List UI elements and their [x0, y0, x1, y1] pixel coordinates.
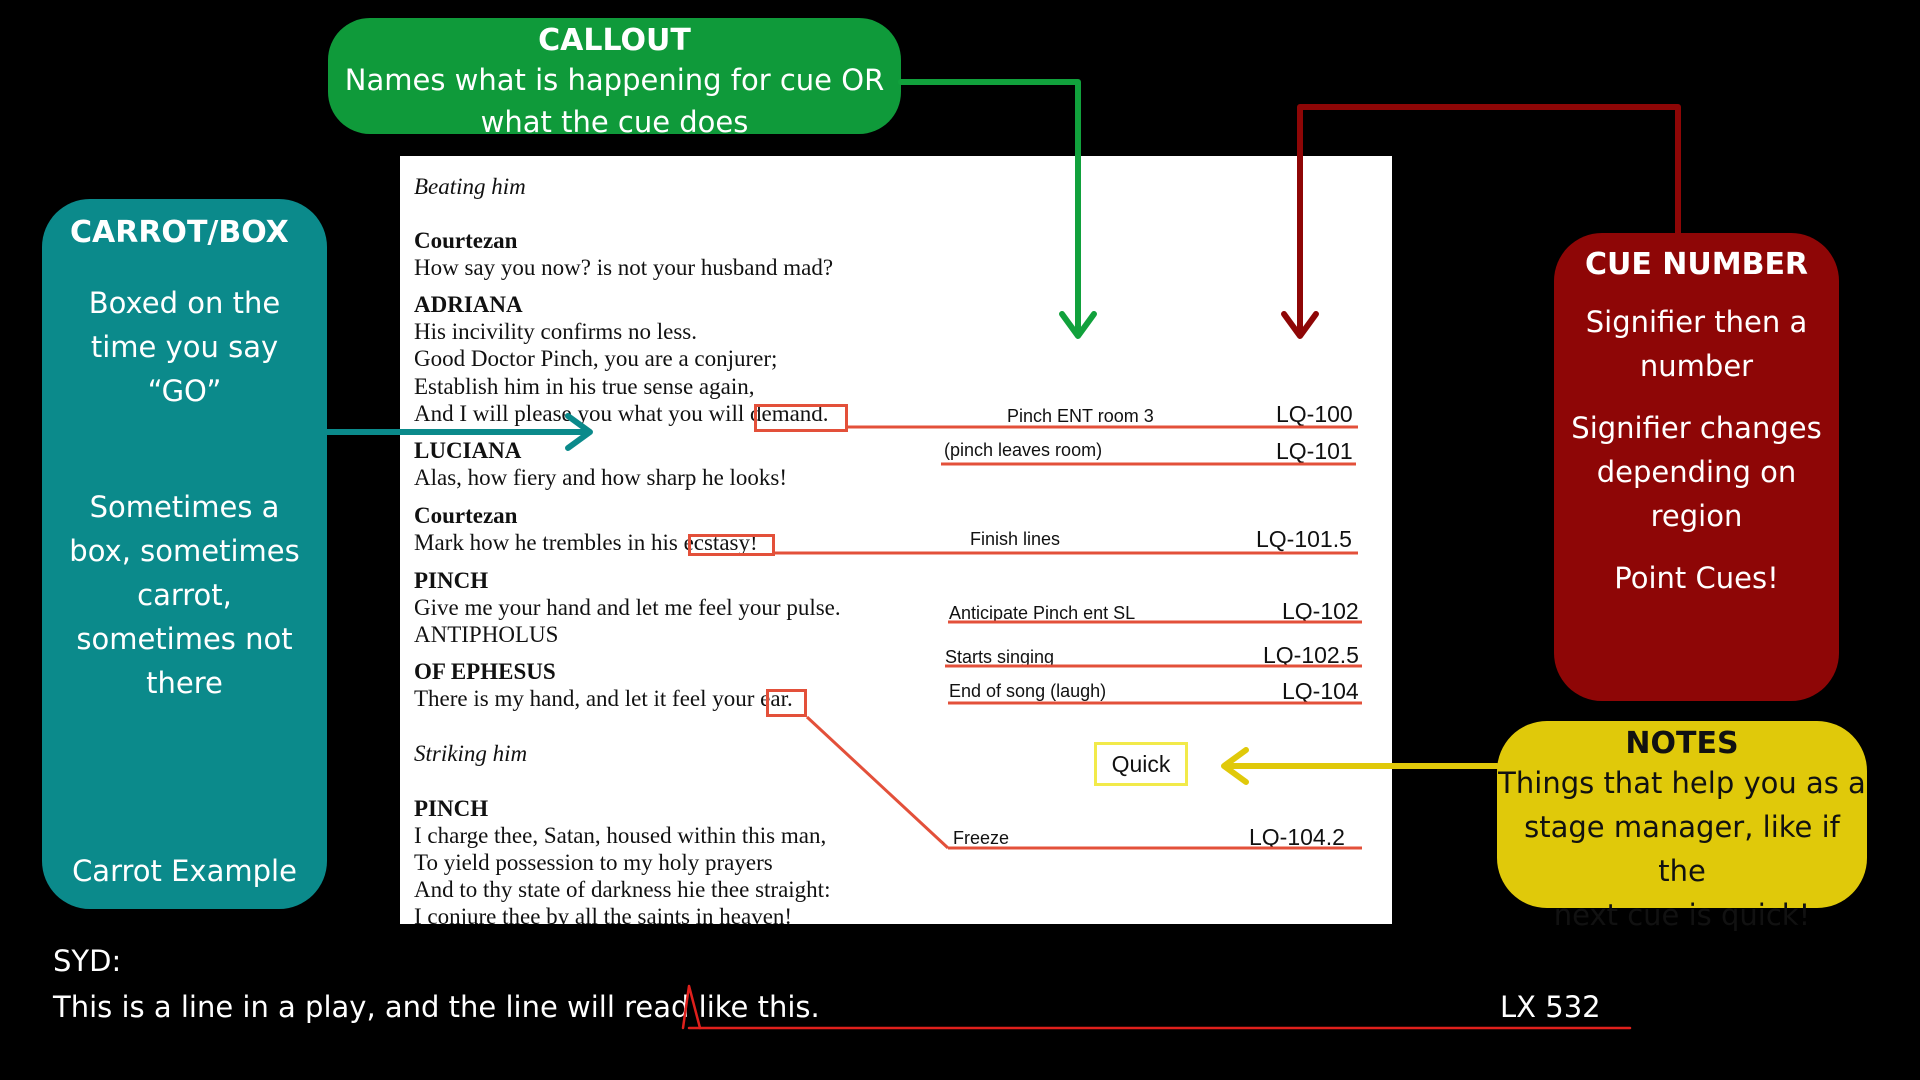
character-name: ADRIANA — [414, 292, 523, 317]
cue-number-line: Signifier then a — [1585, 305, 1808, 339]
cue-number: LQ-102 — [1282, 598, 1359, 624]
character-name: PINCH — [414, 796, 489, 821]
callout-line: Names what is happening for cue OR — [344, 63, 885, 97]
cue-note: Pinch ENT room 3 — [1007, 406, 1154, 426]
example-cue-number: LX 532 — [1500, 990, 1601, 1024]
character-name: OF EPHESUS — [414, 659, 556, 684]
cue-note: Freeze — [953, 828, 1010, 848]
character-name: Courtezan — [414, 503, 518, 528]
cue-number-title: CUE NUMBER — [1584, 247, 1809, 282]
cue-note: Anticipate Pinch ent SL — [949, 603, 1136, 623]
cue-number: LQ-104.2 — [1249, 824, 1345, 850]
cue-note: Starts singing — [945, 647, 1055, 667]
carrot-arrowhead — [565, 413, 593, 451]
carrot-box-line: time you say — [90, 330, 279, 364]
carrot-box-line: Sometimes a — [89, 490, 280, 524]
carrot-box-line: there — [146, 666, 223, 700]
carrot-box-line: Boxed on the — [88, 286, 281, 320]
script-line: I conjure thee by all the saints in heav… — [414, 904, 793, 924]
cue-number-line: Signifier changes — [1571, 411, 1822, 445]
cue-underlines — [775, 425, 1362, 850]
carrot-box-title: CARROT/BOX — [70, 215, 289, 250]
script-page: Beating him Courtezan How say you now? i… — [400, 156, 1392, 924]
go-box-ecstasy — [688, 534, 775, 556]
cue-note: End of song (laugh) — [949, 681, 1107, 701]
notes-line: stage manager, like if the — [1524, 810, 1840, 888]
cue-number-para3: Point Cues! — [1614, 561, 1779, 595]
cue-number: LQ-104 — [1282, 678, 1359, 704]
script-line: I charge thee, Satan, housed within this… — [414, 823, 827, 848]
cue-number-line: number — [1639, 349, 1754, 383]
go-box-ear — [766, 689, 807, 717]
cue-number: LQ-100 — [1276, 401, 1353, 427]
cue-number-para2: Signifier changes depending on region — [1554, 406, 1839, 538]
stage-direction: Beating him — [414, 174, 526, 199]
script-line: His incivility confirms no less. — [414, 319, 698, 344]
notes-title: NOTES — [1625, 726, 1739, 761]
script-line: To yield possession to my holy prayers — [414, 850, 773, 875]
cue-number: LQ-101 — [1276, 438, 1353, 464]
notes-line: Things that help you as a — [1498, 766, 1866, 800]
character-name: PINCH — [414, 568, 489, 593]
script-line: Alas, how fiery and how sharp he looks! — [414, 465, 788, 490]
carrot-box-line: carrot, — [137, 578, 232, 612]
carrot-diagonal — [805, 715, 950, 850]
cue-number-arrowhead — [1281, 311, 1319, 339]
callout-title: CALLOUT — [538, 23, 691, 58]
cue-number-para1: Signifier then a number — [1554, 300, 1839, 388]
script-line: Establish him in his true sense again, — [414, 374, 755, 399]
notes-bubble: NOTES Things that help you as a stage ma… — [1497, 721, 1867, 932]
example-carrot — [681, 984, 702, 1030]
callout-line: what the cue does — [480, 105, 749, 139]
cue-number-bubble: CUE NUMBER Signifier then a number Signi… — [1554, 233, 1839, 701]
cue-number: LQ-101.5 — [1256, 526, 1352, 552]
example-speaker: SYD: — [53, 944, 122, 978]
carrot-example-label: Carrot Example — [72, 854, 297, 888]
go-box-demand — [754, 404, 848, 432]
carrot-box-para2: Sometimes a box, sometimes carrot, somet… — [52, 485, 317, 705]
cue-number-arrow — [1297, 104, 1681, 333]
carrot-box-line: box, sometimes — [69, 534, 300, 568]
cue-note: (pinch leaves room) — [944, 440, 1103, 460]
cue-number-line: region — [1650, 499, 1743, 533]
carrot-box-line: “GO” — [147, 374, 222, 408]
script-line: There is my hand, and let it feel your e… — [414, 686, 793, 711]
callout-arrowhead — [1059, 311, 1097, 339]
stage-direction: Striking him — [414, 741, 528, 766]
carrot-box-bubble: CARROT/BOX Boxed on the time you say “GO… — [42, 199, 327, 909]
cue-note: Finish lines — [970, 529, 1061, 549]
character-name: Courtezan — [414, 228, 518, 253]
carrot-box-line: sometimes not — [76, 622, 293, 656]
carrot-box-para1: Boxed on the time you say “GO” — [52, 281, 317, 413]
character-name: LUCIANA — [414, 438, 522, 463]
script-line: Good Doctor Pinch, you are a conjurer; — [414, 346, 778, 371]
notes-arrowhead — [1221, 747, 1249, 785]
script-line: Give me your hand and let me feel your p… — [414, 595, 841, 620]
notes-line: next cue is quick! — [1553, 898, 1811, 932]
cue-number-line: depending on — [1596, 455, 1797, 489]
script-line: How say you now? is not your husband mad… — [414, 255, 834, 280]
cue-number: LQ-102.5 — [1263, 642, 1359, 668]
character-name: ANTIPHOLUS — [414, 622, 559, 647]
callout-bubble: CALLOUT Names what is happening for cue … — [328, 18, 901, 139]
script-line: And to thy state of darkness hie thee st… — [414, 877, 831, 902]
callout-arrow — [898, 79, 1081, 333]
quick-note-box: Quick — [1094, 742, 1188, 786]
